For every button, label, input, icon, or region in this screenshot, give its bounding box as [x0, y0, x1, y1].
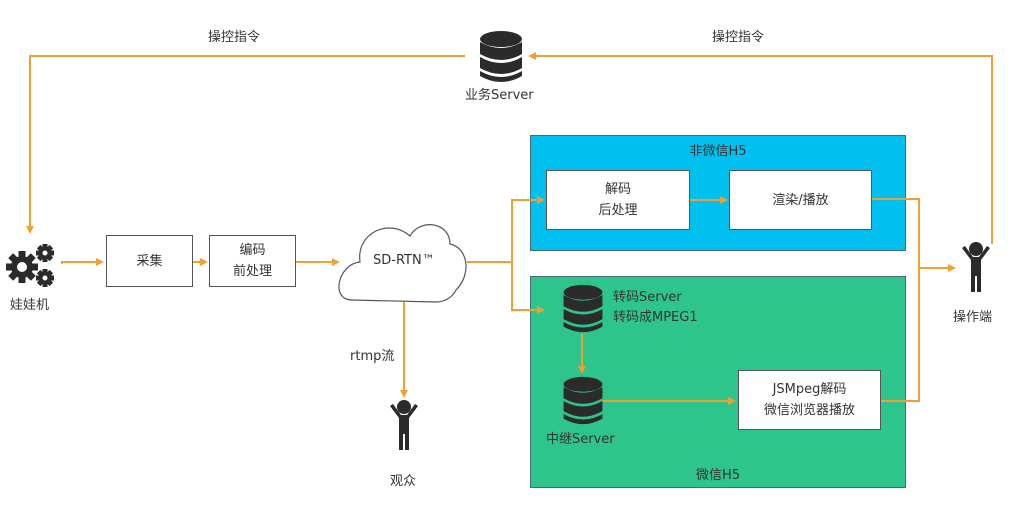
- preprocess-label: 前处理: [232, 264, 272, 279]
- business-server-label: 业务Server: [465, 88, 534, 103]
- control-command-right-label: 操控指令: [712, 30, 765, 45]
- cloud-icon: [338, 224, 467, 303]
- capture-box: 采集: [106, 235, 193, 287]
- arrow-claw-to-capture: [61, 258, 104, 266]
- jsmpeg-box: JSMpeg解码 微信浏览器播放: [738, 370, 881, 430]
- wechat-browser-play-label: 微信浏览器播放: [763, 403, 855, 418]
- render-play-box: 渲染/播放: [729, 170, 872, 230]
- transcode-server-label: 转码Server: [613, 290, 682, 305]
- arrow-cloud-split: [467, 196, 545, 263]
- claw-machine-label: 娃娃机: [10, 298, 50, 313]
- arrow-cloud-to-transcode: [511, 262, 545, 314]
- rtmp-stream-label: rtmp流: [350, 349, 395, 364]
- wechat-h5-title: 微信H5: [695, 468, 741, 483]
- transcode-mpeg1-label: 转码成MPEG1: [613, 310, 698, 325]
- sd-rtn-label: SD-RTN™: [373, 253, 435, 268]
- relay-server-database-icon: [563, 376, 603, 425]
- control-command-left-label: 操控指令: [208, 30, 261, 45]
- database-icon: [480, 31, 522, 82]
- encode-preprocess-box: 编码 前处理: [209, 235, 296, 287]
- capture-label: 采集: [136, 253, 163, 269]
- gears-icon: [6, 244, 54, 287]
- jsmpeg-decode-label: JSMpeg解码: [772, 382, 847, 397]
- control-arrow-to-server: [528, 52, 993, 244]
- audience-label: 观众: [390, 474, 417, 489]
- operator-label: 操作端: [953, 310, 993, 325]
- arrow-render-to-operator: [872, 198, 956, 272]
- audience-person-icon: [390, 400, 418, 450]
- render-play-label: 渲染/播放: [772, 192, 829, 208]
- control-arrow-to-claw: [26, 55, 465, 234]
- relay-server-label: 中继Server: [546, 432, 615, 447]
- postprocess-label: 后处理: [598, 203, 638, 218]
- transcode-server-database-icon: [563, 284, 603, 333]
- decode-postprocess-box: 解码 后处理: [546, 170, 690, 230]
- decode-label: 解码: [604, 182, 631, 197]
- arrow-jsmpeg-to-operator: [881, 268, 920, 402]
- encode-label: 编码: [239, 243, 266, 258]
- non-wechat-h5-title: 非微信H5: [689, 144, 747, 159]
- operator-person-icon: [962, 242, 990, 292]
